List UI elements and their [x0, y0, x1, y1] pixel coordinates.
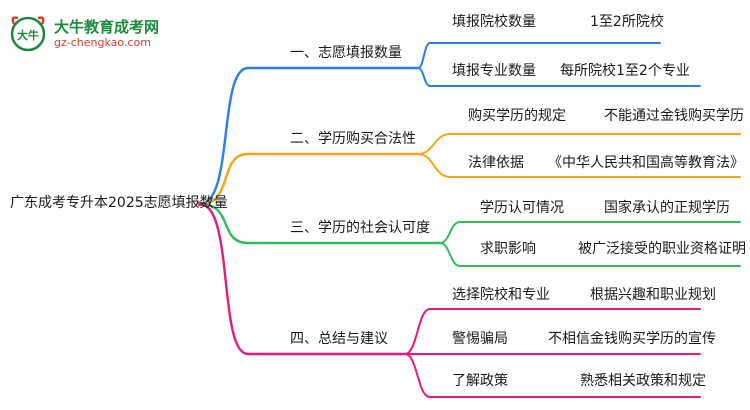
leaf-value-legal-basis: 《中华人民共和国高等教育法》: [548, 155, 744, 171]
leaf-connector: [417, 67, 431, 87]
leaf-connector: [404, 353, 431, 398]
root-node-dot: [197, 201, 203, 207]
leaf-connector: [417, 42, 431, 69]
leaf-connector: [404, 308, 431, 355]
root-branch-connector: [198, 152, 250, 206]
leaf-connector: [417, 153, 451, 178]
leaf-connector: [417, 133, 451, 155]
branch-summary: 四、总结与建议: [290, 331, 388, 347]
branch-recognition: 三、学历的社会认可度: [290, 220, 430, 236]
leaf-label-choose-school: 选择院校和专业: [452, 287, 550, 303]
leaf-label-major-count: 填报专业数量: [452, 63, 536, 79]
leaf-connector: [439, 221, 461, 244]
logo-url: gz-chengkao.com: [54, 36, 151, 49]
leaf-value-choose-school: 根据兴趣和职业规划: [590, 287, 716, 303]
leaf-value-know-policy: 熟悉相关政策和规定: [580, 373, 706, 389]
leaf-value-major-count: 每所院校1至2个专业: [560, 63, 690, 79]
site-logo[interactable]: 大牛 大牛教育成考网 gz-chengkao.com: [8, 14, 168, 54]
leaf-label-beware-scam: 警惕骗局: [452, 331, 508, 347]
leaf-label-job-impact: 求职影响: [480, 241, 536, 257]
leaf-value-purchase-rule: 不能通过金钱购买学历: [604, 108, 744, 124]
logo-mark-text: 大牛: [17, 28, 39, 42]
root-branch-connector: [198, 66, 250, 206]
leaf-value-beware-scam: 不相信金钱购买学历的宣传: [548, 331, 716, 347]
bull-logo-icon: 大牛: [10, 16, 46, 52]
root-branch-connector: [198, 202, 250, 245]
branch-volunteer-count: 一、志愿填报数量: [290, 45, 402, 61]
leaf-label-recognition: 学历认可情况: [480, 200, 564, 216]
root-topic: 广东成考专升本2025志愿填报数量: [10, 195, 228, 211]
leaf-label-school-count: 填报院校数量: [452, 14, 536, 30]
leaf-connector: [439, 242, 461, 267]
root-branch-connector: [198, 202, 250, 356]
logo-title: 大牛教育成考网: [54, 18, 160, 36]
leaf-label-purchase-rule: 购买学历的规定: [468, 108, 566, 124]
leaf-label-legal-basis: 法律依据: [468, 155, 524, 171]
leaf-value-recognition: 国家承认的正规学历: [604, 200, 730, 216]
leaf-value-school-count: 1至2所院校: [590, 14, 664, 30]
leaf-label-know-policy: 了解政策: [452, 373, 508, 389]
leaf-value-job-impact: 被广泛接受的职业资格证明: [578, 241, 746, 257]
branch-legality: 二、学历购买合法性: [290, 131, 416, 147]
